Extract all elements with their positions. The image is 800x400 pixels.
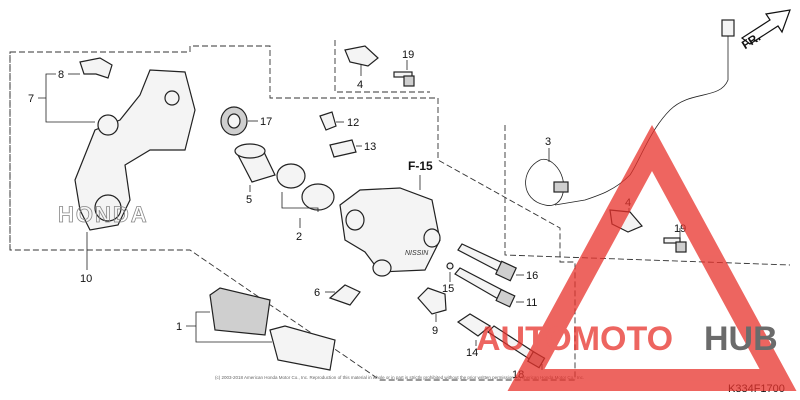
pin-washer [446,262,454,270]
caliper-bracket: HONDA [58,69,196,231]
callout-3: 3 [545,136,551,148]
callout-11: 11 [526,297,537,309]
watermark-text-dark: HUB [704,320,778,358]
pin-sleeve [417,287,447,315]
pad-spring [328,284,361,306]
callout-14: 14 [466,347,478,359]
sensor-boundary [504,125,791,266]
watermark-text-red: AUTOMOTO [476,320,673,358]
callout-6: 6 [314,287,320,299]
callout-10: 10 [80,273,92,285]
clip-boundary [334,40,430,93]
piston [234,143,276,183]
piston-seal [276,163,306,189]
callout-16: 16 [526,270,538,282]
front-direction-arrow: FR. [739,9,791,52]
watermark-triangle-icon [507,124,797,391]
callout-4-upper: 4 [357,79,363,91]
bolt-upper [393,71,415,87]
bleed-valve [319,111,337,131]
watermark: AUTOMOTO HUB [476,124,797,391]
pin-bolt-11 [454,267,516,308]
callout-12: 12 [347,117,359,129]
copyright-note: (c) 2003-2018 American Honda Motor Co., … [215,375,584,380]
callout-19-upper: 19 [402,49,414,61]
caliper-mark: NISSIN [405,250,429,257]
callout-5: 5 [246,194,252,206]
bracket-mark: HONDA [58,202,149,227]
caliper-body: NISSIN [339,187,441,277]
sensor-clip-upper [344,45,379,67]
callout-15: 15 [442,283,454,295]
callout-9: 9 [432,325,438,337]
callout-8: 8 [58,69,64,81]
pin-boot-14 [456,313,492,337]
leader-lines [38,60,681,370]
callout-2: 2 [296,231,302,243]
bolt-lower [663,237,687,253]
ref-label: F-15 [408,159,433,173]
callout-1: 1 [176,321,182,333]
dust-seal [301,183,335,211]
pad-clip [79,57,113,79]
callout-7: 7 [28,93,34,105]
callout-13: 13 [364,141,376,153]
caliper-assembly-boundary [9,45,576,381]
pin-bolt-16 [457,243,518,282]
hose-clip [329,139,357,158]
callout-17: 17 [260,116,272,128]
brake-pads [209,287,336,371]
pin-boot [220,106,248,136]
